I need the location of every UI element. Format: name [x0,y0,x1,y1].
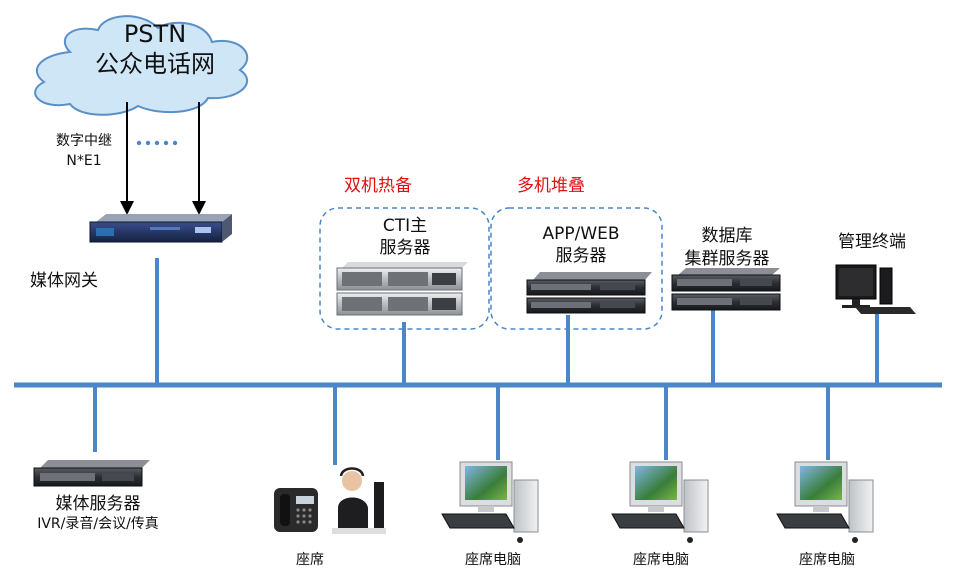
trunk-label-type: 数字中继 [56,133,112,149]
cti-server-label-2: 服务器 [379,238,431,258]
app-group-box [490,207,663,330]
agent-pc-device-2 [611,461,709,543]
management-terminal-label: 管理终端 [838,232,906,252]
cti-server-device [336,262,468,316]
db-server-label-1: 数据库 [701,226,753,246]
app-server-label-1: APP/WEB [542,224,620,244]
db-server-label-2: 集群服务器 [684,249,770,269]
cti-server-label-1: CTI主 [382,216,428,236]
media-server-sub-label: IVR/录音/会议/传真 [37,516,159,532]
stacking-tag: 多机堆叠 [517,176,585,196]
agent-phone-device [274,488,318,532]
trunk-dots [136,140,178,146]
agent-pc-label-1: 座席电脑 [465,552,521,568]
trunk-label-spec: N*E1 [66,153,102,169]
media-server-label: 媒体服务器 [55,494,141,514]
agent-pc-label-2: 座席电脑 [633,552,689,568]
management-terminal-device [835,264,916,314]
agent-pc-device-1 [441,461,539,543]
agent-label: 座席 [296,552,324,568]
agent-pc-device-3 [776,461,874,543]
cti-group-box [319,207,490,330]
hot-standby-tag: 双机热备 [344,176,412,196]
agent-headset-person [332,467,386,534]
connection-lines [93,258,879,465]
app-web-server-device [526,272,652,314]
cloud-label-pstn: PSTN [123,20,187,48]
media-gateway-label: 媒体网关 [30,271,98,291]
pstn-cloud [34,15,248,116]
app-server-label-2: 服务器 [555,246,607,266]
cloud-label-network: 公众电话网 [95,50,215,78]
db-cluster-server-device [671,268,781,311]
media-gateway-device [89,214,232,243]
agent-pc-label-3: 座席电脑 [799,552,855,568]
media-server-device [33,460,150,487]
